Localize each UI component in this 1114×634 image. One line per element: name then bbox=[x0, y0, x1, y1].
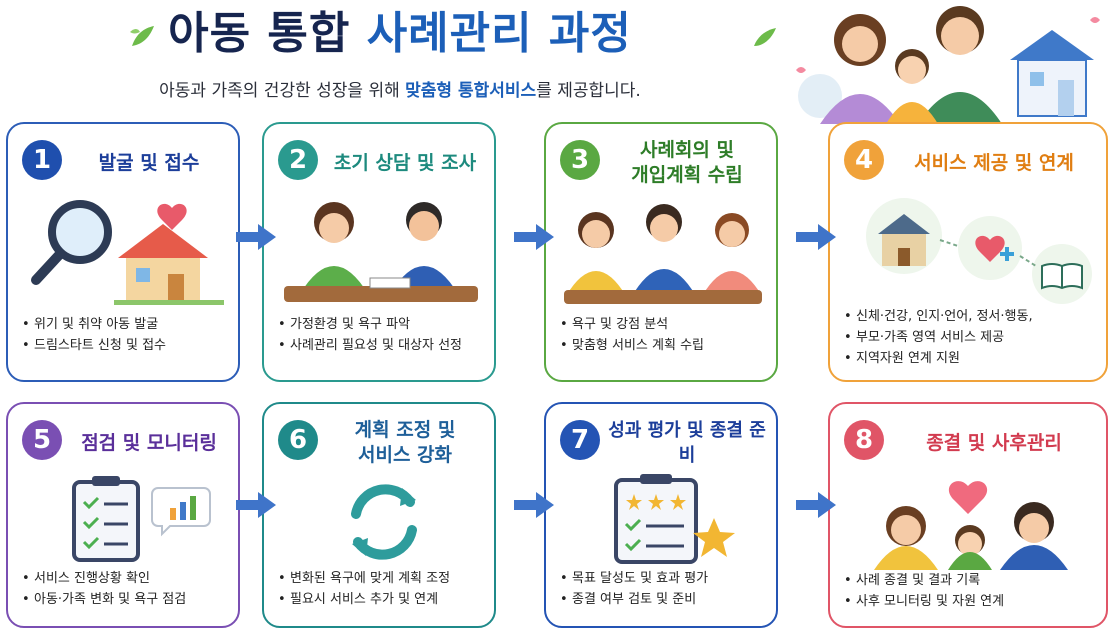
list-item: 신체·건강, 인지·언어, 정서·행동, bbox=[844, 306, 1100, 327]
title-part2: 사례관리 과정 bbox=[366, 8, 632, 59]
step-card-2: 2 초기 상담 및 조사 가정환경 및 욕구 파악 사례관리 필요성 및 대상자… bbox=[262, 122, 496, 382]
refresh-icon bbox=[351, 484, 417, 560]
list-item: 변화된 욕구에 맞게 계획 조정 bbox=[278, 568, 488, 589]
step-bullets: 사례 종결 및 결과 기록 사후 모니터링 및 자원 연계 bbox=[844, 570, 1100, 612]
list-item: 맞춤형 서비스 계획 수립 bbox=[560, 335, 770, 356]
checklist-chart-icon bbox=[72, 476, 211, 562]
step-number-badge: 6 bbox=[278, 420, 318, 460]
list-item: 아동·가족 변화 및 욕구 점검 bbox=[22, 589, 232, 610]
title-part1: 아동 통합 bbox=[168, 8, 351, 59]
step-title: 계획 조정 및 서비스 강화 bbox=[354, 419, 456, 466]
step-title: 서비스 제공 및 연계 bbox=[914, 151, 1074, 174]
step-card-1: 1 발굴 및 접수 위기 및 취약 아동 발굴 드림스타트 신청 및 접수 bbox=[6, 122, 240, 382]
step-card-7: 7 성과 평가 및 종결 준비 목표 달성도 및 효과 평가 종결 여부 검토 … bbox=[544, 402, 778, 628]
step-card-6: 6 계획 조정 및 서비스 강화 변화된 욕구에 맞게 계획 조정 필요시 서비… bbox=[262, 402, 496, 628]
step-number-badge: 2 bbox=[278, 140, 318, 180]
step-number-badge: 4 bbox=[844, 140, 884, 180]
list-item: 사례 종결 및 결과 기록 bbox=[844, 570, 1100, 591]
step-title: 성과 평가 및 종결 준비 bbox=[608, 420, 766, 466]
step-bullets: 가정환경 및 욕구 파악 사례관리 필요성 및 대상자 선정 bbox=[278, 314, 488, 356]
step-bullets: 위기 및 취약 아동 발굴 드림스타트 신청 및 접수 bbox=[22, 314, 232, 356]
list-item: 사례관리 필요성 및 대상자 선정 bbox=[278, 335, 488, 356]
list-item: 서비스 진행상황 확인 bbox=[22, 568, 232, 589]
list-item: 지역자원 연계 지원 bbox=[844, 348, 1100, 369]
subtitle: 아동과 가족의 건강한 성장을 위해 맞춤형 통합서비스를 제공합니다. bbox=[159, 81, 641, 101]
leaf-left-icon bbox=[130, 26, 154, 46]
leaf-right-icon bbox=[754, 28, 776, 46]
list-item: 필요시 서비스 추가 및 연계 bbox=[278, 589, 488, 610]
step-card-8: 8 종결 및 사후관리 사례 종결 및 결과 기록 사후 모니터링 및 자원 연… bbox=[828, 402, 1108, 628]
family-heart-icon bbox=[874, 481, 1068, 570]
list-item: 종결 여부 검토 및 준비 bbox=[560, 589, 770, 610]
list-item: 가정환경 및 욕구 파악 bbox=[278, 314, 488, 335]
list-item: 부모·가족 영역 서비스 제공 bbox=[844, 327, 1100, 348]
list-item: 사후 모니터링 및 자원 연계 bbox=[844, 591, 1100, 612]
arrow-right-icon bbox=[514, 224, 554, 250]
subtitle-highlight: 맞춤형 통합서비스 bbox=[405, 81, 537, 101]
list-item: 드림스타트 신청 및 접수 bbox=[22, 335, 232, 356]
step-number-badge: 3 bbox=[560, 140, 600, 180]
arrow-right-icon bbox=[236, 492, 276, 518]
step-bullets: 서비스 진행상황 확인 아동·가족 변화 및 욕구 점검 bbox=[22, 568, 232, 610]
step-title: 점검 및 모니터링 bbox=[81, 431, 217, 454]
arrow-right-icon bbox=[514, 492, 554, 518]
page-title: 아동 통합 사례관리 과정 bbox=[0, 4, 800, 64]
step-bullets: 목표 달성도 및 효과 평가 종결 여부 검토 및 준비 bbox=[560, 568, 770, 610]
step-bullets: 신체·건강, 인지·언어, 정서·행동, 부모·가족 영역 서비스 제공 지역자… bbox=[844, 306, 1100, 369]
step-bullets: 변화된 욕구에 맞게 계획 조정 필요시 서비스 추가 및 연계 bbox=[278, 568, 488, 610]
magnifier-house-heart-icon bbox=[31, 200, 224, 305]
step-title: 초기 상담 및 조사 bbox=[333, 151, 477, 174]
step-number-badge: 1 bbox=[22, 140, 62, 180]
step-number-badge: 7 bbox=[560, 420, 600, 460]
step-card-3: 3 사례회의 및 개입계획 수립 욕구 및 강점 분석 맞춤형 서비스 계획 수… bbox=[544, 122, 778, 382]
arrow-right-icon bbox=[796, 492, 836, 518]
meeting-icon bbox=[564, 204, 762, 304]
arrow-right-icon bbox=[796, 224, 836, 250]
step-number-badge: 8 bbox=[844, 420, 884, 460]
step-number-badge: 5 bbox=[22, 420, 62, 460]
rating-clipboard-icon bbox=[614, 474, 735, 564]
arrow-right-icon bbox=[236, 224, 276, 250]
list-item: 위기 및 취약 아동 발굴 bbox=[22, 314, 232, 335]
step-title: 종결 및 사후관리 bbox=[926, 431, 1062, 454]
step-bullets: 욕구 및 강점 분석 맞춤형 서비스 계획 수립 bbox=[560, 314, 770, 356]
list-item: 목표 달성도 및 효과 평가 bbox=[560, 568, 770, 589]
counseling-icon bbox=[284, 202, 478, 302]
step-card-4: 4 서비스 제공 및 연계 신체·건강, 인지·언어, 정서·행동, 부모·가족… bbox=[828, 122, 1108, 382]
step-card-5: 5 점검 및 모니터링 서비스 진행상황 확인 아동·가족 변화 및 욕구 점검 bbox=[6, 402, 240, 628]
step-title: 사례회의 및 개입계획 수립 bbox=[631, 139, 743, 186]
step-title: 발굴 및 접수 bbox=[98, 151, 200, 174]
list-item: 욕구 및 강점 분석 bbox=[560, 314, 770, 335]
family-illustration bbox=[796, 6, 1100, 124]
services-network-icon bbox=[866, 198, 1092, 304]
